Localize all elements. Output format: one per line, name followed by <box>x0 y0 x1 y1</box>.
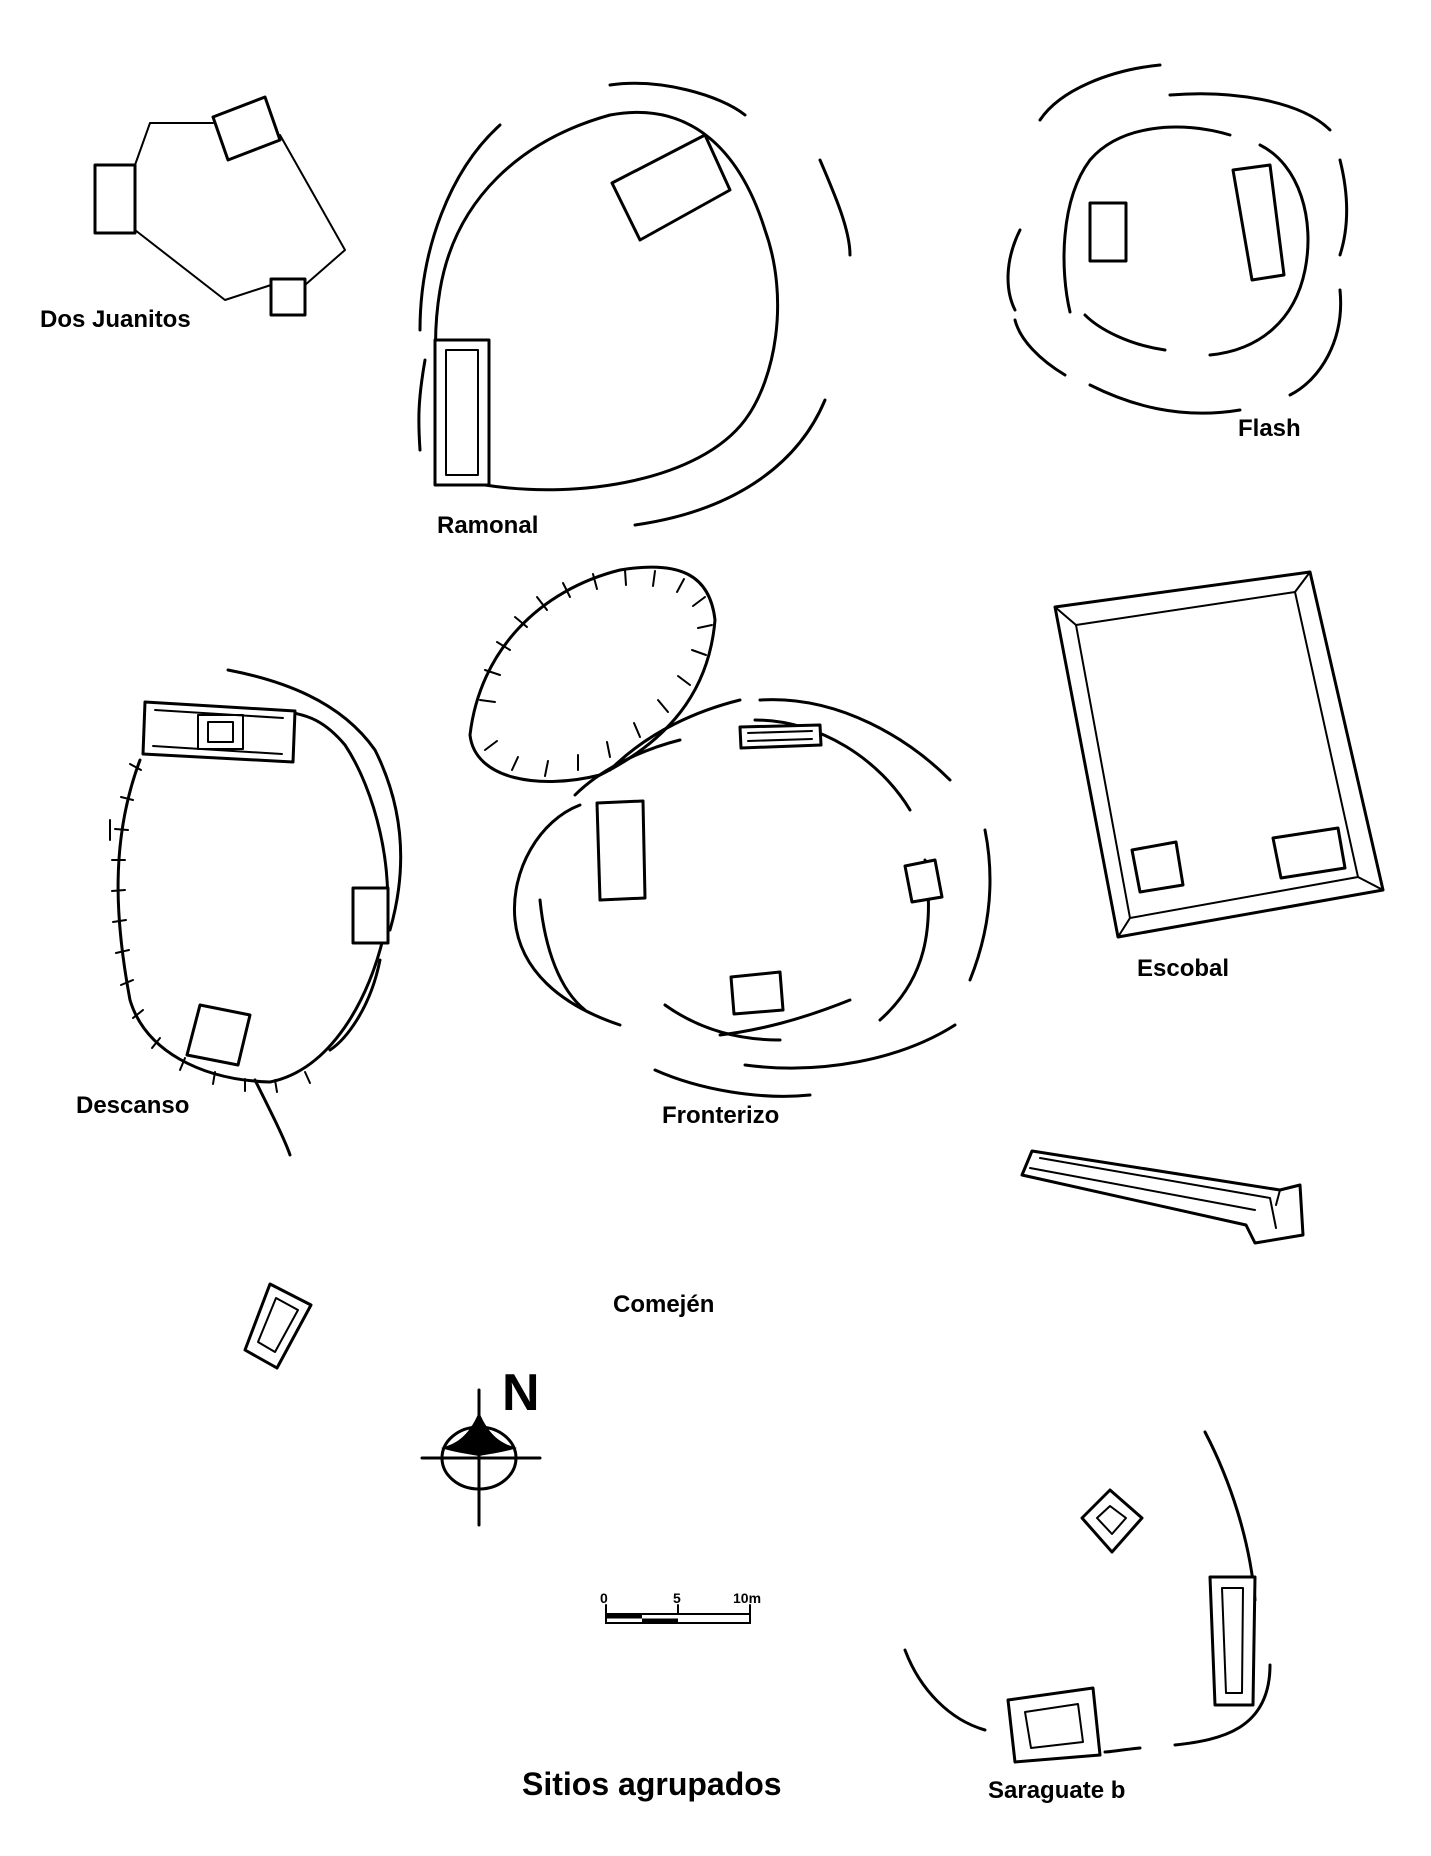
site-fronterizo: Fronterizo <box>468 565 992 1129</box>
scale-bar: 0 5 10m <box>600 1590 761 1624</box>
site-descanso: Descanso <box>76 668 403 1157</box>
site-dos-juanitos: Dos Juanitos <box>40 95 346 333</box>
site-ramonal: Ramonal <box>417 81 852 539</box>
site-flash: Flash <box>1006 63 1349 442</box>
label-fronterizo: Fronterizo <box>662 1102 779 1129</box>
label-dos-juanitos: Dos Juanitos <box>40 306 191 333</box>
label-escobal: Escobal <box>1137 955 1229 982</box>
north-arrow-icon: N <box>420 1364 542 1527</box>
slope-hachures-fronterizo <box>479 569 713 777</box>
scale-tick-0: 0 <box>600 1590 608 1606</box>
site-escobal: Escobal <box>1053 570 1385 982</box>
scale-tick-10m: 10m <box>733 1590 761 1606</box>
label-flash: Flash <box>1238 415 1301 442</box>
north-label: N <box>502 1364 540 1422</box>
label-saraguate-b: Saraguate b <box>988 1777 1125 1804</box>
label-ramonal: Ramonal <box>437 512 538 539</box>
scale-tick-5: 5 <box>673 1590 681 1606</box>
map-title: Sitios agrupados <box>522 1766 782 1802</box>
label-descanso: Descanso <box>76 1092 189 1119</box>
site-comejen: Comején <box>243 1149 1305 1370</box>
site-saraguate-b: Saraguate b <box>903 1430 1272 1804</box>
slope-hachures-descanso <box>109 763 311 1093</box>
label-comejen: Comején <box>613 1291 714 1318</box>
